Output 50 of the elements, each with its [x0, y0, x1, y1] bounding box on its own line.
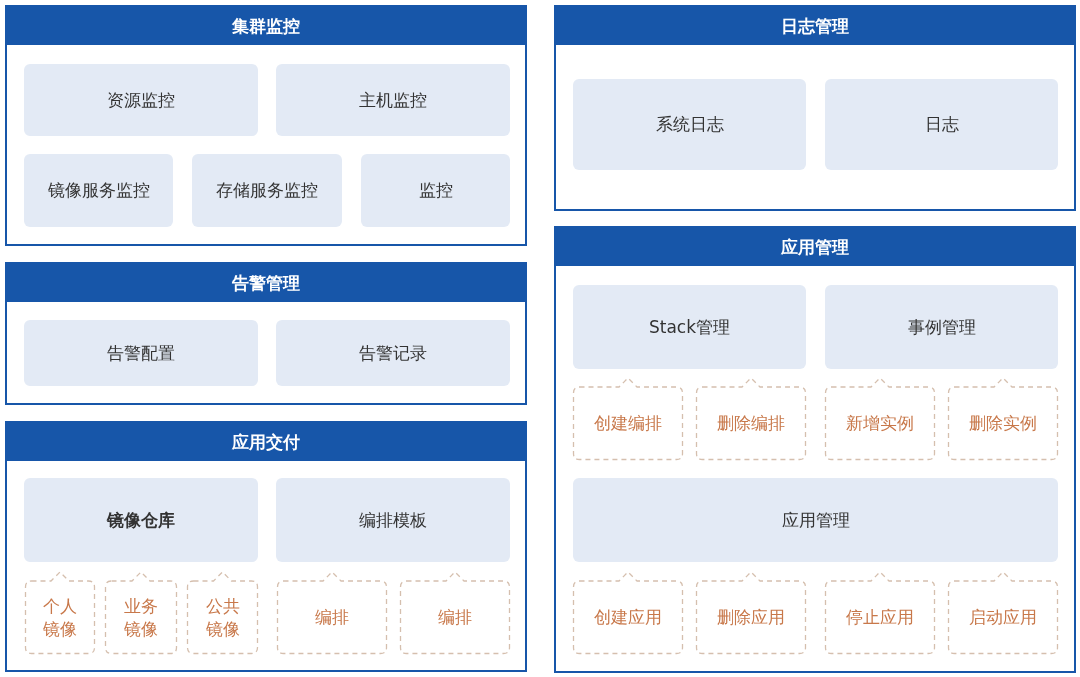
panel-header: 应用管理: [556, 228, 1074, 266]
callout-text: 创建应用: [594, 606, 662, 629]
feature-box: 镜像仓库: [24, 478, 258, 562]
panel-header: 集群监控: [7, 7, 525, 45]
callout-text: 编排: [438, 606, 472, 629]
feature-box: 监控: [361, 154, 510, 227]
callout-box: [187, 571, 258, 654]
panel-header: 应用交付: [7, 423, 525, 461]
feature-box: 应用管理: [573, 478, 1058, 562]
callout-text: 编排: [315, 606, 349, 629]
callout-box: [825, 377, 935, 460]
callout-box: [948, 571, 1058, 654]
feature-box: 资源监控: [24, 64, 258, 136]
callout-text: 创建编排: [594, 412, 662, 435]
module-panel: [554, 226, 1076, 673]
callout-text: 删除编排: [717, 412, 785, 435]
callout-box: [573, 571, 683, 654]
feature-box: 告警配置: [24, 320, 258, 386]
feature-box: 存储服务监控: [192, 154, 342, 227]
callout-text: 公共镜像: [204, 595, 241, 640]
module-panel: [554, 5, 1076, 211]
callout-text: 启动应用: [969, 606, 1037, 629]
feature-box: 镜像服务监控: [24, 154, 173, 227]
module-panel: [5, 262, 527, 405]
panel-header: 告警管理: [7, 264, 525, 302]
feature-box: 事例管理: [825, 285, 1058, 369]
callout-box: [573, 377, 683, 460]
callout-box: [696, 571, 806, 654]
module-panel: [5, 421, 527, 672]
callout-text: 删除实例: [969, 412, 1037, 435]
callout-text: 删除应用: [717, 606, 785, 629]
callout-box: [696, 377, 806, 460]
callout-box: [25, 571, 95, 654]
feature-box: Stack管理: [573, 285, 806, 369]
feature-box: 日志: [825, 79, 1058, 170]
module-panel: [5, 5, 527, 246]
callout-text: 新增实例: [846, 412, 914, 435]
callout-box: [105, 571, 177, 654]
callout-text: 个人镜像: [42, 595, 78, 640]
callout-box: [400, 571, 510, 654]
callout-box: [277, 571, 387, 654]
feature-box: 主机监控: [276, 64, 510, 136]
callout-box: [825, 571, 935, 654]
callout-text: 停止应用: [846, 606, 914, 629]
feature-box: 告警记录: [276, 320, 510, 386]
panel-header: 日志管理: [556, 7, 1074, 45]
feature-box: 编排模板: [276, 478, 510, 562]
callout-text: 业务镜像: [123, 595, 159, 640]
feature-box: 系统日志: [573, 79, 806, 170]
callout-box: [948, 377, 1058, 460]
